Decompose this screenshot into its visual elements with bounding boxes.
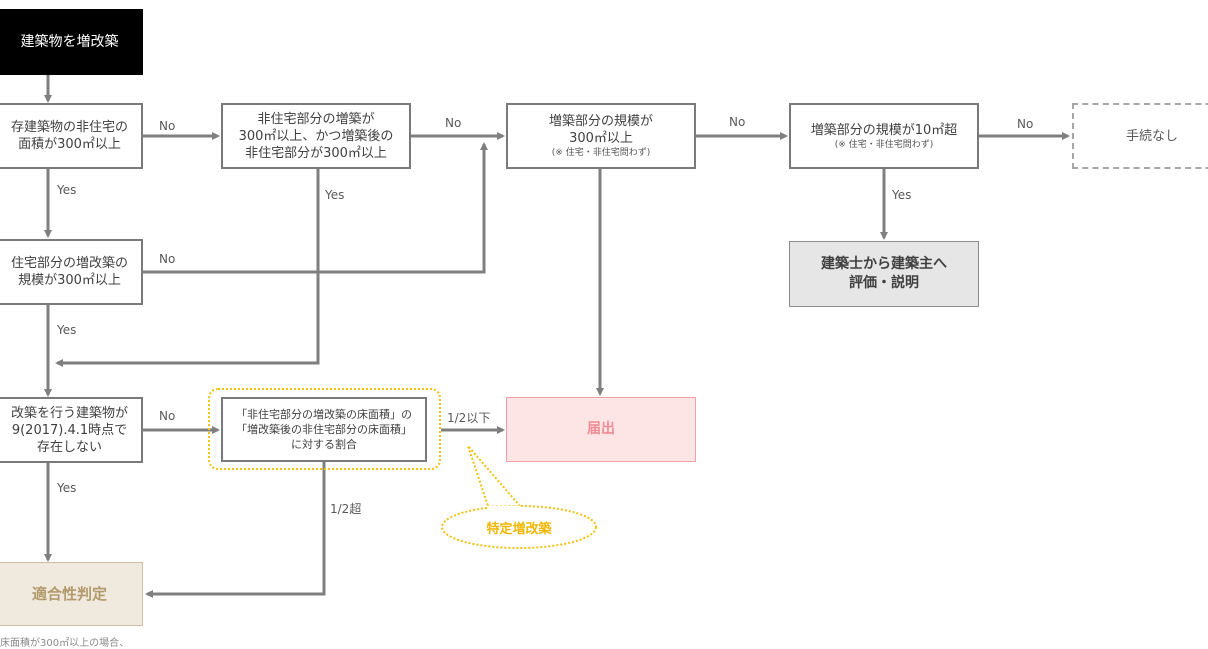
explain-line1: 建築士から建築主へ	[821, 256, 947, 272]
q3-line1: 増築部分の規模が	[548, 114, 653, 129]
q2-line1: 非住宅部分の増築が	[257, 111, 375, 127]
start-box: 建築物を増改築	[0, 9, 143, 75]
decision-addition-300: 増築部分の規模が 300㎡以上 (※ 住宅・非住宅問わず)	[506, 103, 696, 169]
q2-line2: 300㎡以上、かつ増築後の	[238, 128, 394, 144]
explanation-box: 建築士から建築主へ 評価・説明	[789, 241, 979, 307]
specific-renovation-frame	[208, 388, 441, 470]
q6-line1: 改築を行う建築物が	[10, 405, 128, 421]
arrow-ratio-conformity	[145, 462, 326, 598]
decision-existing-nonresidential-area: 存建築物の非住宅の 面積が300㎡以上	[0, 103, 143, 169]
ratio-line3: に対する割合	[291, 438, 357, 451]
q3-line2: 300㎡以上	[569, 131, 633, 146]
q6-line2: 9(2017).4.1時点で	[11, 422, 128, 438]
no-procedure-box: 手続なし	[1072, 103, 1208, 169]
label-no-q5: No	[159, 252, 176, 266]
arrow-q2-join	[55, 169, 320, 367]
label-yes-q6: Yes	[57, 481, 77, 495]
q4-line1: 増築部分の規模が10㎡超	[810, 122, 958, 138]
explain-line2: 評価・説明	[849, 275, 919, 291]
footnote: 床面積が300㎡以上の場合、	[0, 638, 130, 649]
ratio-line2: 「増改築後の非住宅部分の床面積」	[236, 423, 412, 436]
q2-line3: 非住宅部分が300㎡以上	[245, 145, 387, 161]
q4-sub: (※ 住宅・非住宅問わず)	[834, 139, 934, 150]
conformity-judgment-box: 適合性判定	[0, 562, 143, 626]
decision-building-existence: 改築を行う建築物が 9(2017).4.1時点で 存在しない	[0, 397, 143, 463]
arrow-q5-q3	[142, 142, 488, 274]
label-no-q6: No	[159, 409, 176, 423]
label-no-q1: No	[159, 119, 176, 133]
label-yes-q4: Yes	[892, 188, 912, 202]
q5-line2: 規模が300㎡以上	[18, 273, 121, 288]
label-yes-q5: Yes	[57, 323, 77, 337]
decision-residential-renovation: 住宅部分の増改築の 規模が300㎡以上	[0, 239, 143, 305]
label-no-q2: No	[445, 116, 462, 130]
label-over-half: 1/2超	[330, 502, 362, 516]
decision-floor-area-ratio: 「非住宅部分の増改築の床面積」の 「増改築後の非住宅部分の床面積」 に対する割合	[221, 397, 427, 462]
label-yes-q2: Yes	[325, 188, 345, 202]
label-no-q4: No	[1017, 117, 1034, 131]
decision-nonresidential-addition: 非住宅部分の増築が 300㎡以上、かつ増築後の 非住宅部分が300㎡以上	[221, 103, 411, 169]
ratio-line1: 「非住宅部分の増改築の床面積」の	[236, 408, 412, 421]
label-no-q3: No	[729, 115, 746, 129]
q3-sub: (※ 住宅・非住宅問わず)	[551, 148, 651, 158]
label-yes-q1: Yes	[57, 183, 77, 197]
notify-label: 届出	[587, 421, 615, 437]
label-half-or-less: 1/2以下	[447, 411, 491, 425]
q1-line2: 面積が300㎡以上	[18, 137, 121, 152]
notification-box: 届出	[506, 397, 696, 462]
q5-line1: 住宅部分の増改築の	[10, 256, 128, 271]
q6-line3: 存在しない	[36, 439, 102, 455]
q1-line1: 存建築物の非住宅の	[10, 120, 128, 135]
decision-addition-10: 増築部分の規模が10㎡超 (※ 住宅・非住宅問わず)	[789, 103, 979, 169]
conformity-label: 適合性判定	[31, 584, 107, 603]
specific-renovation-callout: 特定増改築	[486, 522, 552, 537]
no-procedure-label: 手続なし	[1125, 128, 1178, 144]
start-label: 建築物を増改築	[20, 33, 119, 50]
